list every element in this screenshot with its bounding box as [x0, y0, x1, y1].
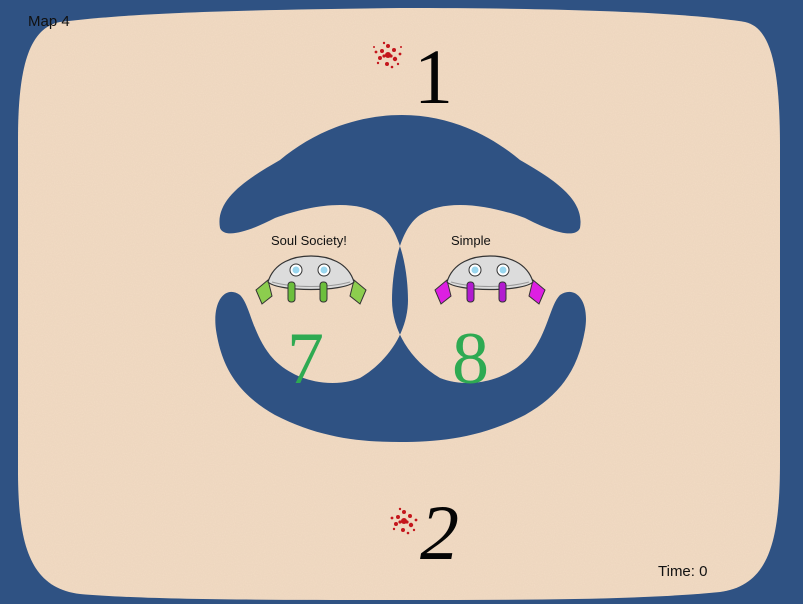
robot-icon: [434, 255, 546, 305]
robot-icon: [255, 255, 367, 305]
map-label: Map 4: [28, 13, 70, 30]
player-1-name: Soul Society!: [271, 233, 347, 248]
central-lake: [215, 115, 586, 442]
time-readout: Time: 0: [658, 563, 707, 580]
red-splat-icon: [373, 41, 402, 69]
base-1-number: 1: [414, 33, 453, 120]
base-2-number: 2: [420, 489, 459, 576]
player-1-score: 7: [287, 318, 324, 400]
time-label: Time:: [658, 563, 695, 580]
player-2-score: 8: [452, 318, 489, 400]
time-value: 0: [699, 563, 708, 580]
player-2-name: Simple: [451, 233, 491, 248]
red-splat-icon: [390, 507, 418, 535]
